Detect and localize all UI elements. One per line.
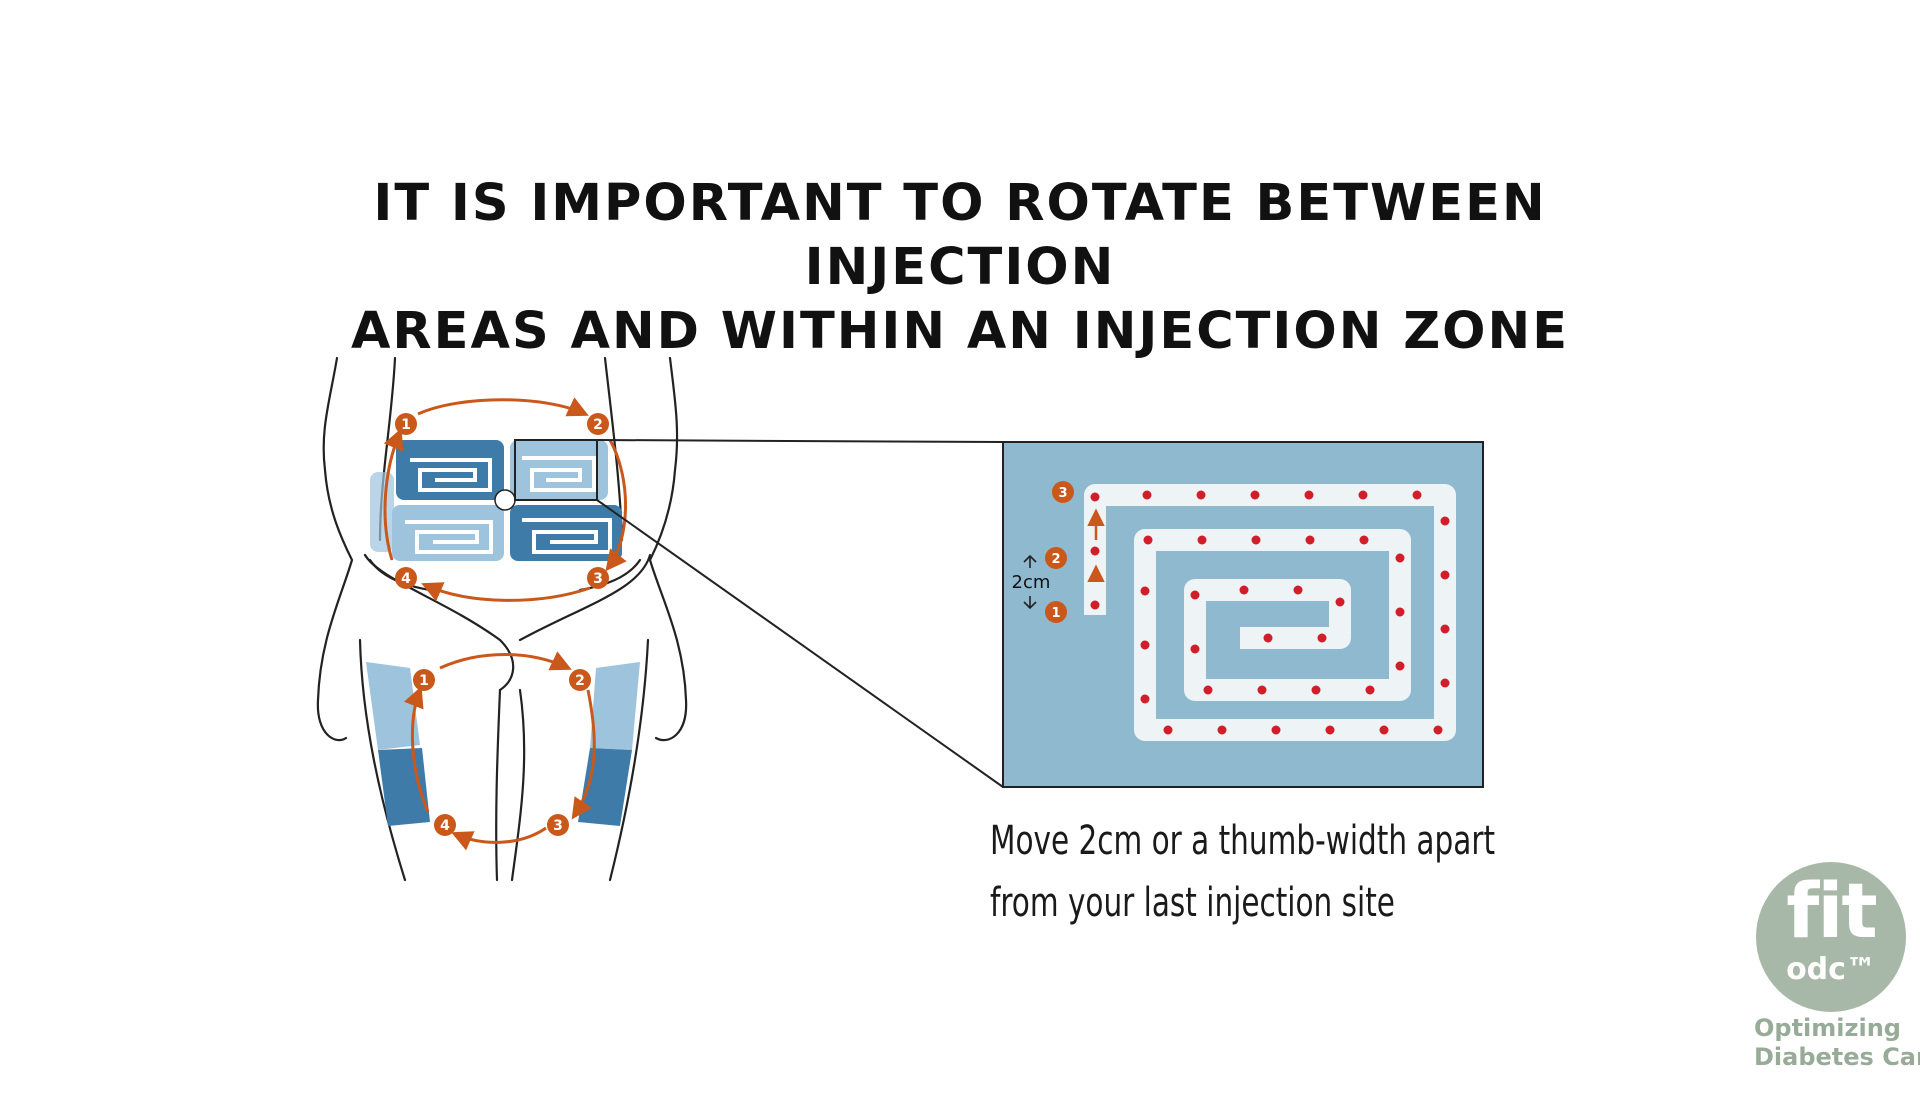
injection-dot: [1440, 516, 1450, 526]
abdomen-markers: 1 2 3 4: [395, 413, 609, 589]
injection-dot: [1143, 535, 1153, 545]
zoom-marker-2: 2: [1045, 547, 1067, 569]
injection-dot: [1090, 546, 1100, 556]
injection-dot: [1090, 492, 1100, 502]
svg-text:1: 1: [419, 673, 429, 689]
injection-dot: [1359, 535, 1369, 545]
injection-dot: [1335, 597, 1345, 607]
injection-dot: [1271, 725, 1281, 735]
thigh-rotation-arrows: [404, 651, 596, 851]
thigh-marker-4: 4: [434, 814, 456, 836]
page-title: It is important to rotate between inject…: [230, 172, 1690, 364]
injection-dot: [1293, 585, 1303, 595]
logo-tagline-line-1: Optimizing: [1754, 1014, 1901, 1042]
zoomed-zone-panel: 3 2 1 2cm: [1002, 441, 1484, 788]
injection-dot: [1090, 600, 1100, 610]
thigh-marker-1: 1: [413, 669, 435, 691]
spacing-label: 2cm: [1012, 572, 1051, 593]
thigh-zones: [366, 662, 640, 826]
injection-dot: [1395, 607, 1405, 617]
injection-dot: [1440, 570, 1450, 580]
abdomen-zones: [370, 440, 622, 561]
injection-dot: [1305, 535, 1315, 545]
abdomen-marker-1: 1: [395, 413, 417, 435]
logo-circle: [1756, 862, 1906, 1012]
svg-text:4: 4: [401, 571, 411, 587]
injection-dot: [1304, 490, 1314, 500]
svg-text:3: 3: [553, 818, 563, 834]
injection-dot: [1358, 490, 1368, 500]
thigh-marker-2: 2: [569, 669, 591, 691]
injection-dot: [1263, 633, 1273, 643]
injection-dot: [1325, 725, 1335, 735]
abdomen-marker-3: 3: [587, 567, 609, 589]
injection-dot: [1440, 624, 1450, 634]
abdomen-marker-2: 2: [587, 413, 609, 435]
injection-dot: [1433, 725, 1443, 735]
injection-dot: [1395, 553, 1405, 563]
injection-dot: [1190, 590, 1200, 600]
injection-dot: [1395, 661, 1405, 671]
injection-dot: [1239, 585, 1249, 595]
injection-dot: [1440, 678, 1450, 688]
caption-line-2: from your last injection site: [990, 880, 1395, 926]
title-line-1: It is important to rotate between inject…: [373, 174, 1547, 297]
zoom-spiral-path: [1084, 484, 1456, 741]
zoom-marker-1: 1: [1045, 601, 1067, 623]
injection-dot: [1379, 725, 1389, 735]
injection-dot: [1412, 490, 1422, 500]
injection-dot: [1250, 490, 1260, 500]
injection-dot: [1217, 725, 1227, 735]
spacing-indicator: [1023, 554, 1037, 610]
zoom-markers: 3 2 1: [1045, 481, 1074, 623]
body-outline: [316, 356, 688, 882]
injection-dot: [1257, 685, 1267, 695]
thigh-markers: 1 2 3 4: [413, 669, 591, 836]
injection-dot: [1203, 685, 1213, 695]
svg-text:2: 2: [593, 417, 603, 433]
injection-dot: [1163, 725, 1173, 735]
injection-dot: [1197, 535, 1207, 545]
injection-dot: [1196, 490, 1206, 500]
logo-mark-text: fit: [1786, 866, 1877, 955]
injection-dot: [1251, 535, 1261, 545]
svg-text:2: 2: [575, 673, 585, 689]
injection-dot: [1311, 685, 1321, 695]
injection-dot: [1317, 633, 1327, 643]
injection-dot: [1140, 694, 1150, 704]
fit-odc-logo: fit odc™ Optimizing Diabetes Care: [1748, 862, 1920, 1094]
title-line-2: areas and within an injection zone: [350, 302, 1570, 361]
abdomen-rotation-arrows: [383, 397, 627, 602]
thigh-marker-3: 3: [547, 814, 569, 836]
svg-text:3: 3: [593, 571, 603, 587]
logo-tagline-line-2: Diabetes Care: [1754, 1043, 1920, 1071]
injection-dots: [1090, 490, 1450, 735]
injection-dot: [1190, 644, 1200, 654]
injection-dot: [1140, 586, 1150, 596]
svg-text:3: 3: [1058, 486, 1067, 501]
svg-text:1: 1: [401, 417, 411, 433]
injection-dot: [1142, 490, 1152, 500]
caption-line-1: Move 2cm or a thumb-width apart: [990, 818, 1496, 864]
zoom-callout-lines: [514, 439, 1004, 788]
svg-text:2: 2: [1051, 552, 1060, 567]
injection-dot: [1140, 640, 1150, 650]
logo-sub-text: odc™: [1786, 952, 1876, 987]
svg-text:4: 4: [440, 818, 450, 834]
logo-tagline: Optimizing Diabetes Care: [1754, 1014, 1920, 1072]
zoom-marker-3: 3: [1052, 481, 1074, 503]
abdomen-marker-4: 4: [395, 567, 417, 589]
injection-dot: [1365, 685, 1375, 695]
caption: Move 2cm or a thumb-width apart from you…: [990, 810, 1515, 934]
svg-text:1: 1: [1051, 606, 1060, 621]
